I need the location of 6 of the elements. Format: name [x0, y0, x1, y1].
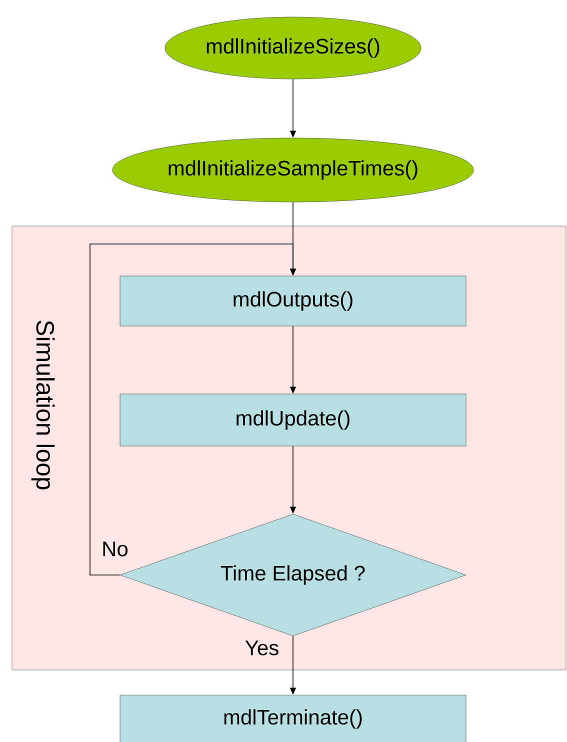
process-box: mdlOutputs() [120, 276, 466, 326]
process-box: mdlTerminate() [120, 694, 466, 742]
process-box: mdlUpdate() [120, 394, 466, 446]
band-title: Simulation loop [31, 320, 55, 490]
arrow [90, 244, 296, 576]
edge-label: Yes [245, 640, 278, 656]
